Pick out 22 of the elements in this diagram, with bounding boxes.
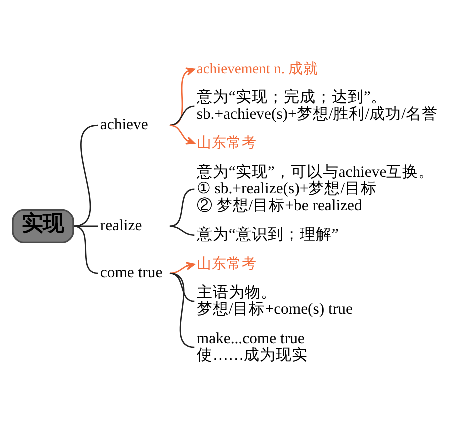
connector [170,226,195,236]
node-text: achieve [100,116,148,134]
node-text: make...come true 使……成为现实 [196,330,308,364]
connector [73,124,98,228]
connector [170,272,195,302]
node-text: 意为“意识到；理解” [196,226,339,244]
connector [73,226,98,274]
connector [170,188,195,228]
connector [170,272,195,348]
node-text: 山东常考 [196,135,257,152]
node-text: 意为“实现；完成；达到”。 sb.+achieve(s)+梦想/胜利/成功/名誉 [196,89,438,124]
arrow [170,124,196,145]
node-text: realize [100,218,142,235]
node-text: 山东常考 [196,256,257,272]
node-box: 实现 [12,209,74,244]
arrow [170,68,196,126]
node-text: come true [100,264,163,282]
connector [170,106,195,126]
arrow [170,262,196,274]
node-text: achievement n. 成就 [196,61,319,78]
node-text: 意为“实现”，可以与achieve互换。 ① sb.+realize(s)+梦想/目标 ② 梦想/目标+be realized [196,164,435,214]
node-text: 主语为物。 梦想/目标+come(s) true [196,284,353,318]
